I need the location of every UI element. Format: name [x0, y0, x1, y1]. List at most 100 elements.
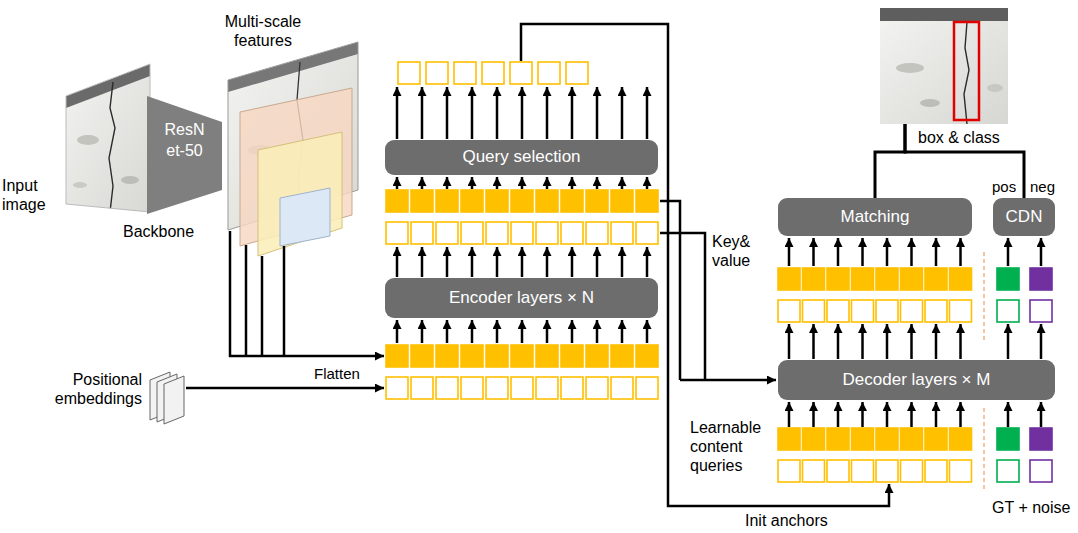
feature-map-smallest: [280, 188, 330, 246]
flow-arrow: [496, 177, 499, 189]
flow-arrow: [935, 238, 938, 266]
feature-flatten-line: [229, 231, 232, 357]
content-query-token: [901, 428, 923, 450]
selected-query-token: [566, 62, 588, 84]
flow-arrow: [837, 402, 840, 427]
encoded-feature-token: [411, 190, 433, 212]
flow-arrow: [959, 324, 962, 359]
flow-arrow: [910, 324, 913, 359]
denoising-anchor-token: [997, 460, 1019, 482]
backbone-trapezoid: ResN et-50Backbone: [147, 96, 222, 214]
feature-token: [561, 345, 583, 367]
flow-arrow: [471, 247, 474, 277]
flow-arrow: [446, 177, 449, 189]
anchor-query-token: [778, 460, 800, 482]
feature-token: [636, 345, 658, 367]
decoded-query-token: [925, 268, 947, 290]
decoded-anchor-token: [925, 300, 947, 322]
encoded-feature-token: [436, 190, 458, 212]
denoising-query-token: [997, 428, 1019, 450]
flow-arrow: [446, 87, 449, 139]
flow-arrow: [1007, 324, 1010, 359]
flow-arrow: [596, 247, 599, 277]
feature-token: [611, 345, 633, 367]
process-box: CDN: [993, 198, 1055, 236]
flow-arrow: [571, 320, 574, 343]
position-token: [511, 377, 533, 399]
encoded-position-token: [461, 222, 483, 244]
denoising-query-token: [1030, 268, 1052, 290]
flow-arrow: [959, 238, 962, 266]
flow-arrow: [571, 177, 574, 189]
position-token: [486, 377, 508, 399]
encoded-position-token: [636, 222, 658, 244]
position-token: [536, 377, 558, 399]
flow-arrow: [546, 177, 549, 189]
decoded-query-token: [827, 268, 849, 290]
encoded-feature-token: [486, 190, 508, 212]
feature-token: [486, 345, 508, 367]
flow-arrow: [471, 87, 474, 139]
content-query-token: [950, 428, 972, 450]
flow-arrow: [471, 320, 474, 343]
merge-connector: [905, 124, 1024, 198]
anchor-query-token: [852, 460, 874, 482]
encoded-feature-token: [511, 190, 533, 212]
content-query-token: [876, 428, 898, 450]
init-anchor-arrow: [521, 24, 889, 506]
flow-arrow: [546, 247, 549, 277]
position-token: [436, 377, 458, 399]
anchor-query-token: [827, 460, 849, 482]
denoising-query-token: [1030, 428, 1052, 450]
flow-arrow: [837, 324, 840, 359]
flow-arrow: [521, 247, 524, 277]
content-query-token: [778, 428, 800, 450]
backbone-heading: Backbone: [123, 222, 194, 241]
flow-arrow: [421, 87, 424, 139]
denoising-anchor-token: [1030, 300, 1052, 322]
box-label: Matching: [841, 207, 910, 227]
feature-flatten-line: [283, 246, 286, 357]
trapezoid-fill: [147, 96, 222, 214]
diagram-label: Flatten: [314, 365, 360, 383]
decoded-query-token: [950, 268, 972, 290]
position-token: [586, 377, 608, 399]
encoded-feature-token: [586, 190, 608, 212]
flow-arrow: [788, 324, 791, 359]
concrete-surface: [880, 8, 1008, 124]
position-arrow: [186, 387, 384, 390]
flow-arrow: [446, 320, 449, 343]
flow-arrow: [1007, 402, 1010, 427]
input-photo-outline: [66, 64, 150, 212]
flow-arrow: [521, 177, 524, 189]
flow-arrow: [571, 247, 574, 277]
embedding-sheet: [164, 376, 184, 424]
diagram-label: Init anchors: [745, 511, 828, 530]
feature-map-small: [258, 132, 342, 256]
decoded-query-token: [803, 268, 825, 290]
flow-arrow: [910, 238, 913, 266]
flow-arrow: [596, 177, 599, 189]
diagram-label: Learnable content queries: [690, 418, 774, 476]
selected-query-token: [454, 62, 476, 84]
feature-token: [586, 345, 608, 367]
flow-arrow: [1007, 238, 1010, 266]
flow-arrow: [886, 324, 889, 359]
position-token: [411, 377, 433, 399]
input-photo: [60, 60, 155, 220]
flow-arrow: [788, 238, 791, 266]
flow-arrow: [521, 87, 524, 139]
feature-flatten-line: [245, 245, 248, 357]
flow-arrow: [396, 320, 399, 343]
process-box: Query selection: [385, 140, 658, 175]
flow-arrow: [496, 87, 499, 139]
flow-arrow: [1040, 238, 1043, 266]
denoising-query-token: [997, 268, 1019, 290]
diagram-label: Input image: [2, 176, 64, 214]
content-query-token: [827, 428, 849, 450]
anchor-query-token: [876, 460, 898, 482]
decoded-anchor-token: [901, 300, 923, 322]
process-box: Decoder layers × M: [778, 360, 1055, 400]
encoded-feature-token: [461, 190, 483, 212]
flow-arrow: [910, 402, 913, 427]
